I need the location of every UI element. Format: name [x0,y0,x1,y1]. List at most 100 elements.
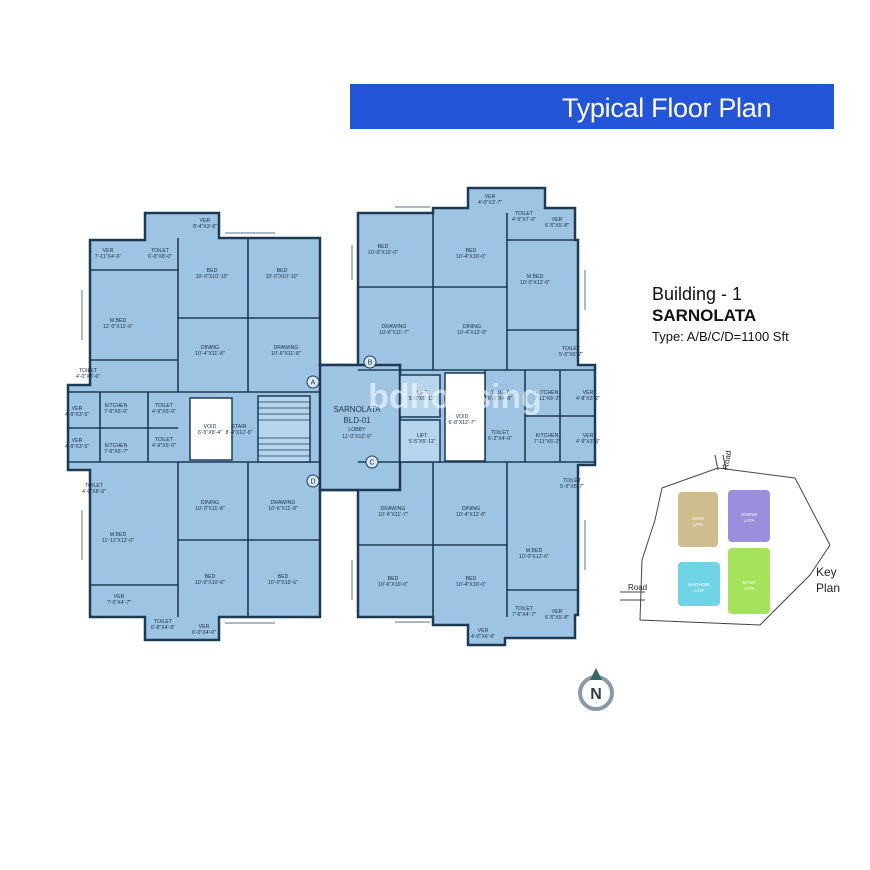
room-name-45: DRAWING [381,506,406,512]
room-dim-22: 10'-0"X10'-6" [268,580,298,586]
key-plan-title-1: Key [816,565,837,579]
room-dim-44: 5'-5"X5'-7" [560,484,584,490]
room-name-46: DINING [462,506,480,512]
room-dim-27: 4'-5"X7'-0" [512,217,536,223]
room-dim-49: 10'-4"X10'-0" [456,582,486,588]
room-dim-8: 4'-0"X8'-6" [76,374,100,380]
room-name-17: TOILET [85,483,104,489]
room-dim-51: 6'-5"X5'-8" [545,615,569,621]
stair [257,395,311,463]
room-name-6: DINING [201,345,219,351]
room-name-1: TOILET [151,248,170,254]
room-dim-14: 4'-9"X3'-5" [65,444,89,450]
title-banner [350,84,834,129]
building-type: Type: A/B/C/D=1100 Sft [652,329,789,344]
room-name-39: VER [583,390,594,396]
building-name: SARNOLATA [652,306,757,325]
room-dim-16: 4'-9"X5'-0" [152,443,176,449]
room-dim-35: 5'-5"X5'-11" [409,396,436,402]
room-dim-1: 6'-9"X8'-0" [148,254,172,260]
room-dim-11: 4'-9"X5'-0" [152,409,176,415]
room-name-51: VER [552,609,563,615]
marker-b: B [368,360,373,367]
room-name-20: M.BED [110,532,127,538]
room-dim-28: 6'-5"X5'-8" [545,223,569,229]
room-name-52: VER [478,628,489,634]
room-dim-0: 8'-4"X3'-8" [193,224,217,230]
room-dim-4: 10'-0"X10'-10" [266,274,299,280]
key-block-asha [678,492,718,547]
room-name-42: KITCHEN [536,433,559,439]
room-dim-37: 6'-2"X4'-8" [488,396,512,402]
room-dim-20: 11'-11"X12'-0" [102,538,134,544]
void-right [444,372,486,462]
key-block-bano [728,548,770,614]
page-title: Typical Floor Plan [562,93,772,123]
room-name-34: TOILET [562,346,581,352]
room-dim-5: 12'-0"X12'-6" [103,324,133,330]
room-dim-7: 10'-6"X11'-8" [271,351,301,357]
key-block-sarno [728,490,770,542]
markers [306,355,379,488]
marker-c: C [369,460,374,467]
room-name-33: DINING [463,324,481,330]
room-name-22: BED [278,574,289,580]
watermark: bdhousing [368,378,542,416]
room-name-16: TOILET [155,437,174,443]
marker-d: D [310,479,315,486]
room-dim-52: 4'-0"X6'-8" [471,634,495,640]
lift-1 [399,374,441,418]
room-name-32: DRAWING [382,324,407,330]
key-label-madhobi: MADHOBI [688,582,709,587]
room-name-9: VER [72,406,83,412]
room-name-4: BED [277,268,288,274]
compass: N [578,668,614,711]
room-dim-21: 10'-0"X10'-6" [195,580,225,586]
room-dim-32: 10'-6"X11'-7" [379,330,409,336]
room-name-50: TOILET [515,606,534,612]
room-name-30: BED [466,248,477,254]
room-name-44: TOILET [563,478,582,484]
room-dim-23: 7'-5"X4'-7" [107,600,131,606]
room-name-36: VOID [456,414,469,420]
key-label-sarno: SARNO [741,512,758,517]
compass-arrow-icon [590,668,602,680]
room-name-25: VER [199,624,210,630]
room-dim-34: 5'-5"X5'-7" [559,352,583,358]
key-label-asha: ASHA [692,516,705,521]
key-sub-bano: LATA [744,586,756,591]
room-dim-12: 6'-5"X8'-4" [198,430,222,436]
room-dim-47: 10'-0"X12'-6" [519,554,549,560]
room-name-31: M.BED [527,274,544,280]
room-name-3: BED [207,268,218,274]
room-dim-33: 10'-4"X12'-8" [457,330,487,336]
room-dim-13: 8'-4"X12'-9" [225,430,252,436]
room-dim-48: 10'-6"X10'-0" [378,582,408,588]
room-dim-50: 7'-5"X4'-7" [512,612,536,618]
room-name-49: BED [466,576,477,582]
room-name-35: LIFT [417,390,428,396]
internal-walls [68,213,595,617]
room-dim-38: 7'-11"X6'-2" [534,396,561,402]
key-plan-title-2: Plan [816,581,840,595]
room-dim-17: 4'-0"X8'-6" [82,489,106,495]
room-dim-10: 7'-6"X5'-0" [104,409,128,415]
room-name-37: TOILET [491,390,510,396]
key-label-bano: BANO [742,580,755,585]
room-dim-40: 5'-5"X5'-11" [409,439,436,445]
lobby [318,363,402,492]
room-name-48: BED [388,576,399,582]
lobby-label-2: BLD-01 [343,416,371,425]
void-left [189,397,233,461]
compass-label: N [590,686,602,703]
room-dim-18: 10'-0"X11'-8" [195,506,225,512]
room-name-13: STAIR [232,424,247,430]
room-dim-6: 10'-4"X11'-8" [195,351,225,357]
room-name-11: TOILET [155,403,174,409]
room-dim-24: 6'-8"X4'-8" [151,625,175,631]
room-name-47: M.BED [526,548,543,554]
room-dim-45: 10'-6"X11'-7" [378,512,408,518]
room-name-0: VER [200,218,211,224]
room-dim-39: 4'-8"X3'-2" [576,396,600,402]
